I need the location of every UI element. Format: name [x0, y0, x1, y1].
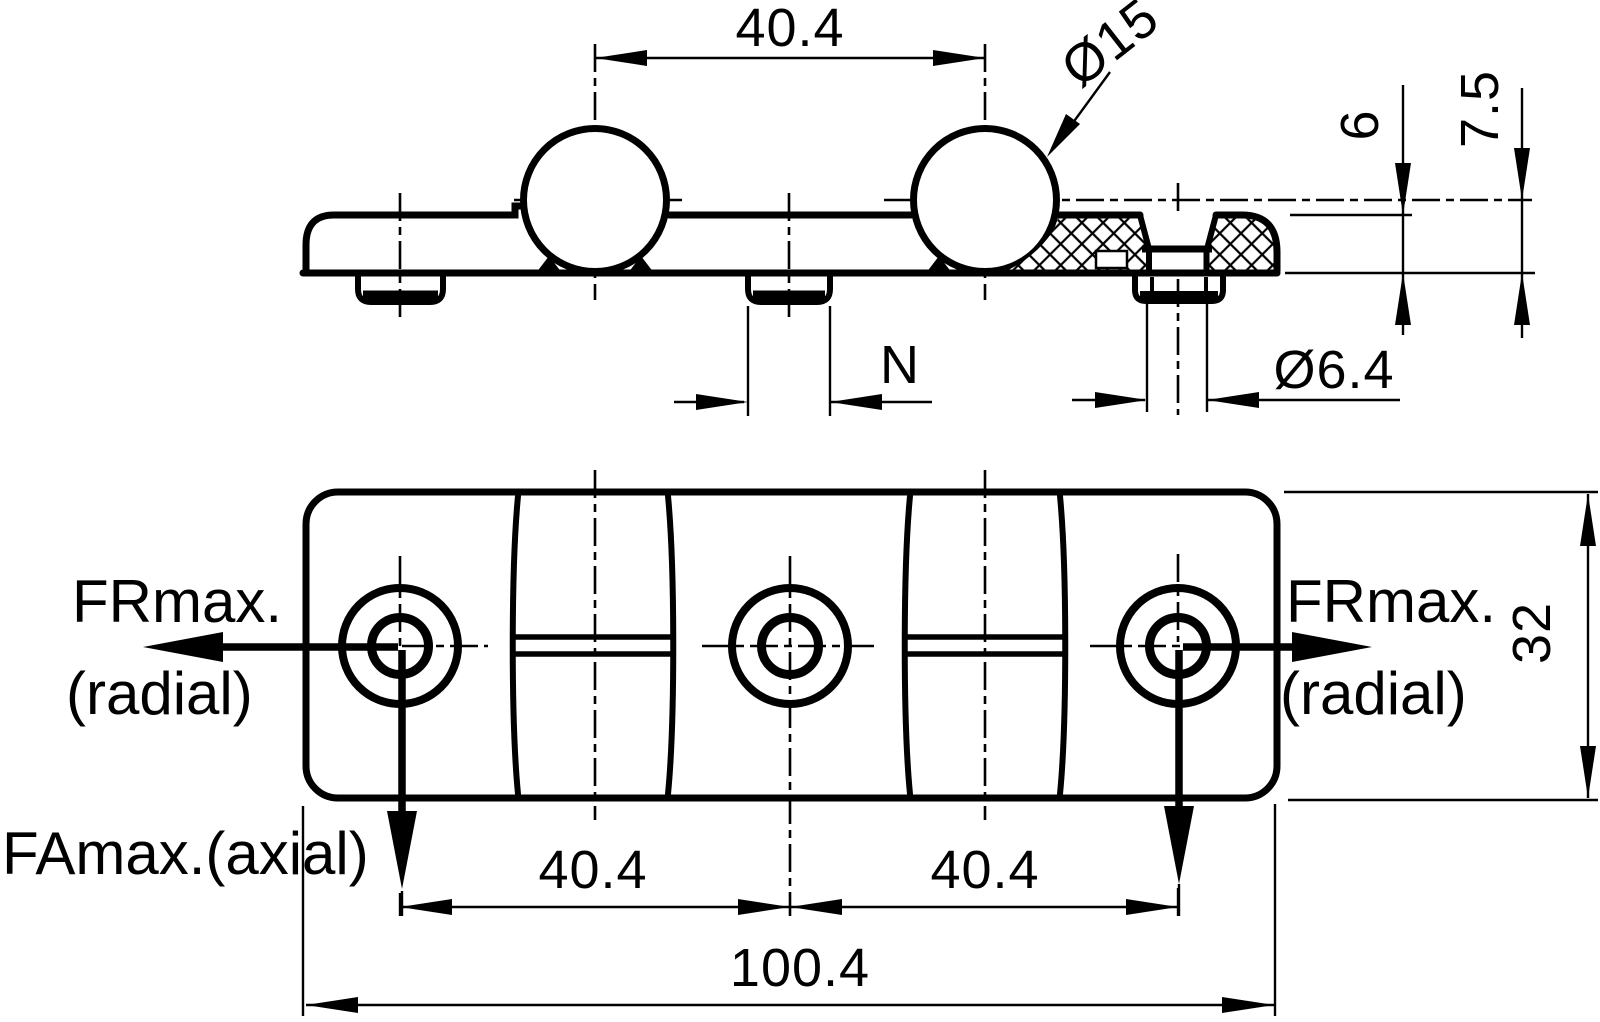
dim-hole-spacing-left-text: 40.4 [538, 840, 647, 900]
fa-label: FAmax.(axial) [2, 820, 369, 887]
radial-force-left: FRmax. (radial) [66, 568, 398, 727]
countersink-hole [1149, 250, 1207, 272]
ball-fillets [536, 256, 952, 273]
fr-right-label: FRmax. [1286, 568, 1496, 635]
fa-left-arrowhead [387, 811, 417, 889]
plate-left-top [302, 202, 526, 275]
socket-block-1 [509, 493, 677, 797]
fr-right-sublabel: (radial) [1280, 660, 1467, 727]
dim-thickness-and-height: 6 7.5 [1285, 70, 1535, 338]
foot-2 [745, 273, 833, 305]
dim-ball-diameter: Ø15 [1047, 0, 1170, 157]
countersink-funnel [1140, 212, 1216, 250]
dim-ball-spacing: 40.4 [595, 0, 985, 66]
axial-force: FAmax.(axial) [2, 650, 1194, 916]
ball-stud-2 [910, 125, 1060, 275]
dim-width: 32 [1284, 490, 1598, 802]
dim-ball-spacing-text: 40.4 [735, 0, 844, 58]
dim-center-height-text: 7.5 [1450, 70, 1510, 148]
dim-overall-length: 100.4 [301, 804, 1277, 1016]
fa-right-arrowhead [1164, 806, 1194, 884]
fr-left-arrowhead [143, 632, 223, 662]
dim-hole-diameter: Ø6.4 [1072, 303, 1400, 412]
countersink-slant-right [1204, 212, 1219, 252]
dim-arrow [595, 50, 647, 66]
side-view: 40.4 Ø15 6 7.5 N [299, 0, 1535, 416]
dim-slot-width-text: N [880, 335, 920, 395]
dim-plate-thickness-text: 6 [1330, 109, 1390, 140]
hatch-right-block [1207, 212, 1277, 273]
socket-notch [1094, 249, 1129, 270]
dim-hole-spacing-right-text: 40.4 [930, 840, 1039, 900]
dim-arrow [933, 50, 985, 66]
radial-force-right: FRmax. (radial) [1183, 568, 1496, 727]
fr-left-sublabel: (radial) [66, 660, 253, 727]
plate-profile [299, 202, 1281, 305]
fr-left-label: FRmax. [72, 568, 282, 635]
dim-overall-length-text: 100.4 [730, 938, 870, 998]
hole-2 [702, 556, 878, 916]
fr-right-arrowhead [1292, 632, 1372, 662]
dim-slot-width: N [674, 306, 932, 416]
leader-arrow [1047, 114, 1080, 157]
dim-width-text: 32 [1502, 602, 1562, 664]
dim-hole-spacing: 40.4 40.4 [398, 840, 1180, 916]
foot-1 [355, 273, 446, 305]
end-top-right [1212, 211, 1281, 275]
sectioned-end [1002, 212, 1277, 274]
dim-ball-diameter-text: Ø15 [1050, 0, 1170, 99]
dim-hole-diameter-text: Ø6.4 [1273, 340, 1394, 400]
socket-block-2 [901, 493, 1069, 797]
rivet-facets [1150, 277, 1208, 298]
ball-stud-1 [520, 125, 670, 275]
plan-view: FRmax. (radial) FRmax. (radial) FAmax.(a… [2, 470, 1598, 1016]
slot-1 [512, 634, 672, 657]
countersink-slant-left [1137, 212, 1152, 252]
